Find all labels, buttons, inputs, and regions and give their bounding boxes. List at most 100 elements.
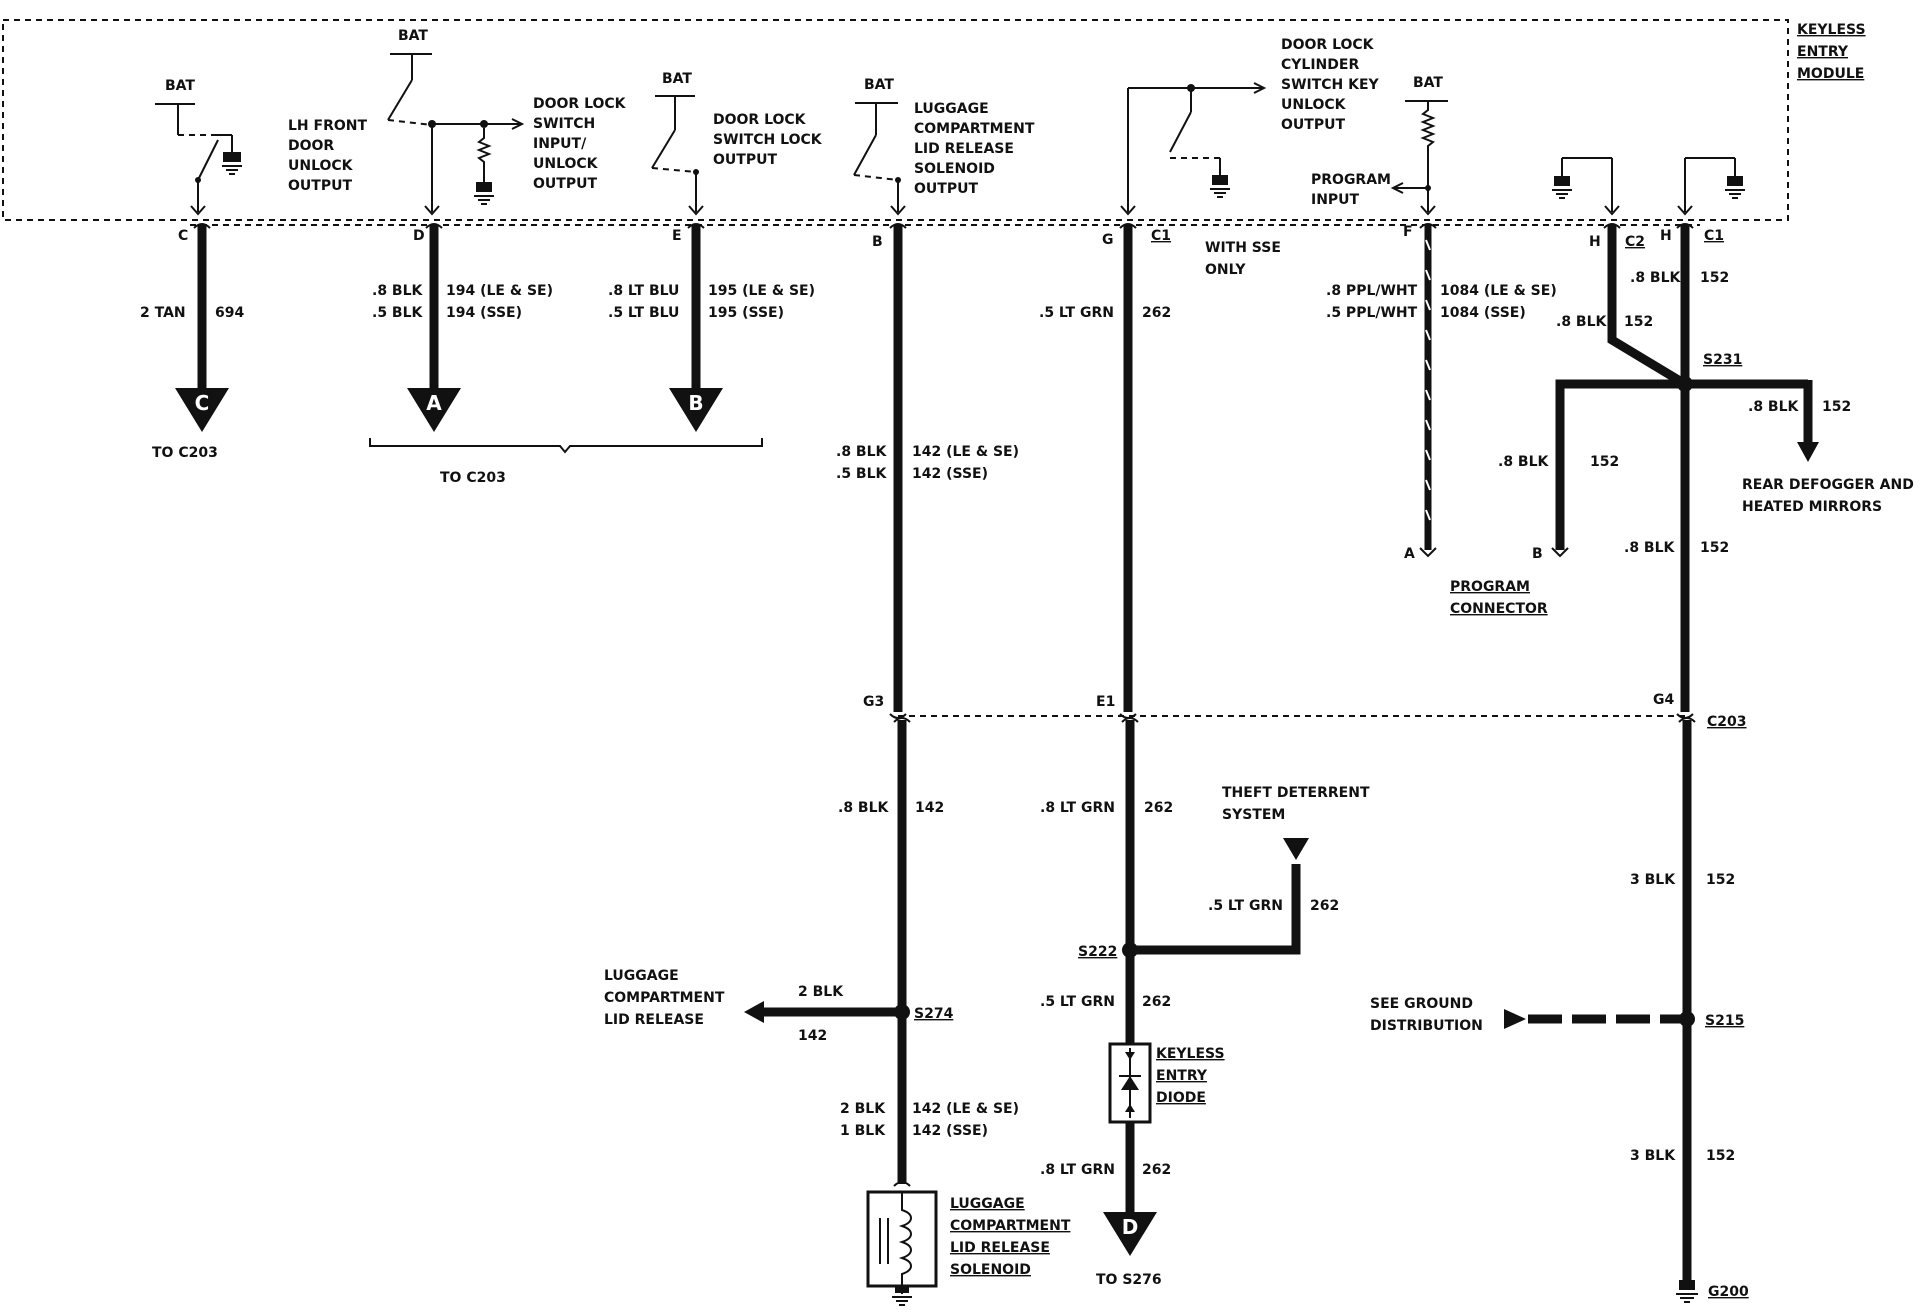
solenoid-label-3: LID RELEASE: [950, 1240, 1050, 1256]
wire-694-circuit: 694: [215, 305, 244, 321]
pin-f: F: [1403, 224, 1413, 240]
wire-142a-circuit-1: 142 (LE & SE): [912, 444, 1019, 460]
pin-c1: C1: [1704, 228, 1724, 244]
wire-152h2-gauge-b: .8 BLK: [1556, 314, 1608, 330]
terminal-b-arrow: [669, 388, 723, 432]
lh-front-unlock-switch: BAT: [155, 78, 242, 216]
wire-152-program: [1555, 379, 1685, 550]
luggage-output-label-3: LID RELEASE: [914, 141, 1014, 157]
c203-pin-e1: E1: [1096, 694, 1115, 710]
switch-lock-label-2: SWITCH LOCK: [713, 132, 823, 148]
terminal-a-arrow: [407, 388, 461, 432]
pin-c2: C2: [1625, 234, 1645, 250]
wire-142a-gauge-2: .5 BLK: [836, 466, 888, 482]
splice-s231-label: S231: [1703, 352, 1742, 368]
switch-input-label-3: INPUT/: [533, 136, 587, 152]
to-c203-brace: [369, 438, 763, 454]
wire-262theft-gauge: .5 LT GRN: [1208, 898, 1283, 914]
to-c203-single: TO C203: [152, 445, 218, 461]
wire-262b-gauge: .8 LT GRN: [1040, 800, 1115, 816]
wire-142c-circuit-2: 142 (SSE): [912, 1123, 988, 1139]
splice-s222-label: S222: [1078, 944, 1117, 960]
switch-input-label-5: OUTPUT: [533, 176, 597, 192]
with-sse-label-1: WITH SSE: [1205, 240, 1281, 256]
wire-1084-circuit-2: 1084 (SSE): [1440, 305, 1526, 321]
cylinder-label-3: SWITCH KEY: [1281, 77, 1380, 93]
program-pin-b: B: [1532, 546, 1543, 562]
wire-142a-gauge-1: .8 BLK: [836, 444, 888, 460]
wire-194-gauge-2: .5 BLK: [372, 305, 424, 321]
rear-defogger-label-2: HEATED MIRRORS: [1742, 499, 1882, 515]
luggage-solenoid-output-switch: BAT: [853, 77, 906, 216]
wire-195-gauge-1: .8 LT BLU: [608, 283, 679, 299]
switch-lock-label-3: OUTPUT: [713, 152, 777, 168]
pin-g: G: [1102, 232, 1114, 248]
program-pin-a: A: [1404, 546, 1415, 562]
switch-input-label-4: UNLOCK: [533, 156, 599, 172]
wire-152prog-gauge: .8 BLK: [1498, 454, 1550, 470]
wire-262theft-circuit: 262: [1310, 898, 1339, 914]
ground-terminal-h-c1: [1677, 157, 1745, 216]
ground-g200-symbol: [1676, 1280, 1698, 1303]
wire-195-circuit-1: 195 (LE & SE): [708, 283, 815, 299]
wire-694-gauge: 2 TAN: [140, 305, 186, 321]
solenoid-label-2: COMPARTMENT: [950, 1218, 1071, 1234]
wire-262a-gauge: .5 LT GRN: [1039, 305, 1114, 321]
module-title-2: ENTRY: [1797, 44, 1849, 60]
switch-input-label-2: SWITCH: [533, 116, 595, 132]
pin-c: C: [178, 228, 188, 244]
wire-142lug-circuit: 142: [798, 1028, 827, 1044]
door-lock-switch-input-switch: BAT: [387, 28, 525, 216]
wire-142c-circuit-1: 142 (LE & SE): [912, 1101, 1019, 1117]
program-input-label-2: INPUT: [1311, 192, 1360, 208]
wire-262-theft: [1130, 864, 1301, 955]
lh-front-label-4: OUTPUT: [288, 178, 352, 194]
pin-g-c1: C1: [1151, 228, 1171, 244]
diode-label-3: DIODE: [1156, 1090, 1206, 1106]
keyless-entry-module-box: [2, 19, 1789, 221]
wire-262a-circuit: 262: [1142, 305, 1171, 321]
terminal-d-arrow: [1103, 1212, 1157, 1256]
terminal-b-letter: B: [688, 391, 703, 415]
cylinder-label-1: DOOR LOCK: [1281, 37, 1375, 53]
wire-194-circuit-2: 194 (SSE): [446, 305, 522, 321]
svg-text:BAT: BAT: [165, 78, 195, 94]
ground-terminal-h-c2: [1552, 157, 1620, 216]
module-title-1: KEYLESS: [1797, 22, 1866, 38]
wire-195-circuit-2: 195 (SSE): [708, 305, 784, 321]
wire-194-gauge-1: .8 BLK: [372, 283, 424, 299]
wire-152def-gauge: .8 BLK: [1748, 399, 1800, 415]
diode-label-1: KEYLESS: [1156, 1046, 1225, 1062]
terminal-d-letter: D: [1122, 1215, 1139, 1239]
luggage-release-label-2: COMPARTMENT: [604, 990, 725, 1006]
wire-152h2-gauge-a: .8 BLK: [1630, 270, 1682, 286]
wire-195-gauge-2: .5 LT BLU: [608, 305, 679, 321]
wire-152def-circuit: 152: [1822, 399, 1851, 415]
program-input-label-1: PROGRAM: [1311, 172, 1391, 188]
wire-142a-circuit-2: 142 (SSE): [912, 466, 988, 482]
svg-text:BAT: BAT: [1413, 75, 1443, 91]
luggage-solenoid: [866, 1181, 938, 1306]
terminal-a-letter: A: [426, 391, 442, 415]
solenoid-label-4: SOLENOID: [950, 1262, 1031, 1278]
lh-front-label-1: LH FRONT: [288, 118, 367, 134]
wire-152d-gauge: 3 BLK: [1630, 1148, 1676, 1164]
wire-262c-gauge: .5 LT GRN: [1040, 994, 1115, 1010]
c203-pin-g4: G4: [1653, 692, 1674, 708]
keyless-entry-diode: [1108, 1042, 1152, 1124]
door-lock-switch-lock-switch: BAT: [651, 71, 704, 216]
wire-142b-gauge: .8 BLK: [838, 800, 890, 816]
terminal-c-arrow: [175, 388, 229, 432]
luggage-release-label-1: LUGGAGE: [604, 968, 679, 984]
lh-front-label-2: DOOR: [288, 138, 334, 154]
svg-text:BAT: BAT: [398, 28, 428, 44]
switch-input-label-1: DOOR LOCK: [533, 96, 627, 112]
to-s276: TO S276: [1096, 1272, 1162, 1288]
wire-194-circuit-1: 194 (LE & SE): [446, 283, 553, 299]
pin-h-c1: H: [1660, 228, 1672, 244]
with-sse-label-2: ONLY: [1205, 262, 1246, 278]
cylinder-label-4: UNLOCK: [1281, 97, 1347, 113]
wire-142c-gauge-1: 2 BLK: [840, 1101, 886, 1117]
wire-1084-gauge-2: .5 PPL/WHT: [1326, 305, 1418, 321]
